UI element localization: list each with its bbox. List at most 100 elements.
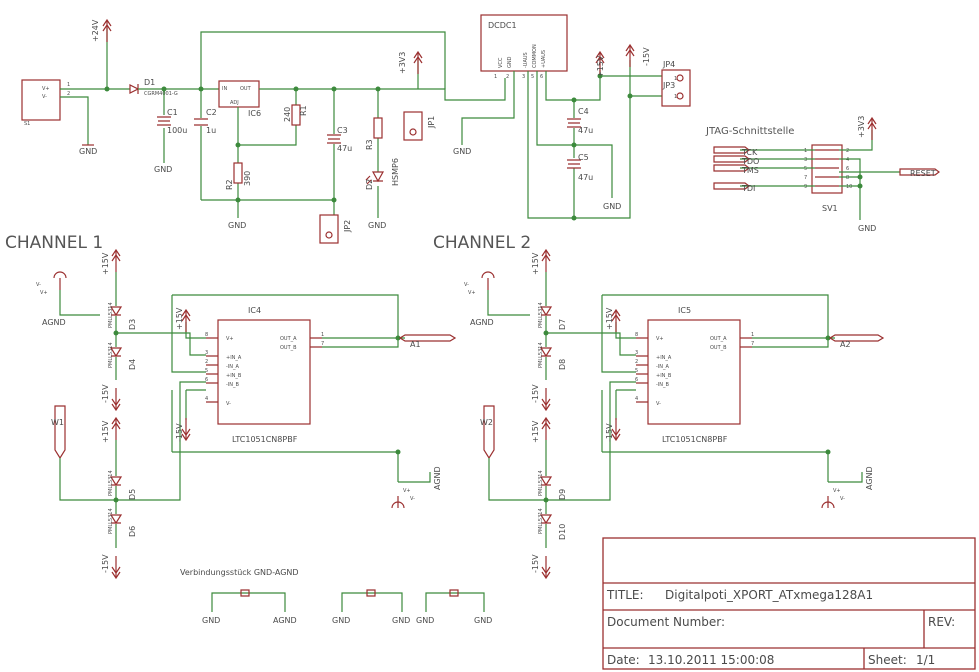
ic6-in-pin: IN — [222, 86, 227, 92]
ic6-label: IC6 — [248, 109, 261, 118]
jtag-reset-label: RESET — [910, 169, 936, 178]
m15-label: -15V — [101, 384, 110, 403]
channel2-section: CHANNEL 2 V- V+ AGND +15V D7 D8 PMLL5314… — [433, 233, 885, 579]
channel2-vminus: V- — [464, 282, 469, 288]
supply-3v3-arrow — [413, 51, 423, 75]
jp1-jumper[interactable] — [403, 111, 423, 141]
jp2-label: JP2 — [343, 220, 352, 233]
ic5-pin7: 7 — [751, 341, 754, 347]
dcdc1-pin-uaus-plus: +UAUS — [541, 50, 547, 68]
c2-capacitor[interactable] — [194, 118, 208, 126]
ic5-pin4: 4 — [635, 396, 638, 402]
ic5-pin-vplus: V+ — [656, 336, 664, 342]
dcdc1-pin1: 1 — [494, 74, 497, 80]
p15-arrow — [541, 417, 551, 441]
d1-diode[interactable] — [129, 84, 140, 94]
d9-label: D9 — [558, 489, 567, 500]
ic5-pin5: 5 — [635, 368, 638, 374]
dcdc1-pin6: 6 — [540, 74, 543, 80]
d8-value: PMLL5314 — [538, 342, 544, 368]
p15-arrow — [111, 417, 121, 441]
ic5-pin8: 8 — [635, 332, 638, 338]
jtag-tdo: TDO — [741, 157, 759, 166]
r3-label: R3 — [365, 139, 374, 150]
ic6-regulator[interactable] — [218, 80, 260, 108]
ic5-pin-in-b-minus: -IN_B — [656, 382, 670, 388]
jtag-3v3-arrow — [867, 117, 877, 141]
supply-3v3-label: +3V3 — [398, 52, 407, 74]
ic4-pin-in-a-plus: +IN_A — [226, 355, 242, 361]
jtag-tck: TCK — [741, 148, 758, 157]
ic4-pin-in-b-minus: -IN_B — [226, 382, 240, 388]
ic4-opamp[interactable] — [205, 319, 323, 425]
c2-label: C2 — [206, 108, 217, 117]
gnd-label: GND — [453, 147, 471, 156]
supply-24v-label: +24V — [91, 19, 100, 42]
c3-capacitor[interactable] — [327, 134, 341, 144]
d2-led[interactable] — [365, 171, 385, 185]
ic4-pin6: 6 — [205, 377, 208, 383]
ic4-value: LTC1051CN8PBF — [232, 435, 298, 444]
ic4-label: IC4 — [248, 306, 261, 315]
c2-value: 1u — [206, 126, 216, 135]
ic4-pin5: 5 — [205, 368, 208, 374]
date-label: Date: — [607, 653, 640, 667]
m15-arrow — [541, 387, 551, 411]
title-block: TITLE: Digitalpoti_XPORT_ATxmega128A1 Do… — [602, 537, 976, 670]
date-value: 13.10.2011 15:00:08 — [648, 653, 774, 667]
bridge-jumpers[interactable] — [240, 589, 459, 597]
p15-label: +15V — [175, 307, 184, 330]
jp3-jp4-header[interactable] — [661, 69, 691, 107]
c4-capacitor[interactable] — [567, 118, 581, 128]
ic5-label: IC5 — [678, 306, 691, 315]
jtag-tms: TMS — [741, 166, 759, 175]
c5-capacitor[interactable] — [567, 159, 581, 169]
dcdc1-converter[interactable] — [480, 14, 568, 72]
s1-vminus-label: V- — [42, 94, 47, 100]
jtag-gnd-label: GND — [858, 224, 876, 233]
c1-label: C1 — [167, 108, 178, 117]
sv1-pin8: 8 — [846, 175, 849, 181]
d6-value: PMLL5314 — [108, 508, 114, 534]
c5-label: C5 — [578, 153, 589, 162]
ic5-pin-in-a-minus: -IN_A — [656, 364, 670, 370]
a1-label: A1 — [410, 340, 421, 349]
d4-label: D4 — [128, 359, 137, 370]
d7-label: D7 — [558, 319, 567, 330]
ic4-pin-vminus: V- — [226, 401, 231, 407]
r2-resistor[interactable] — [233, 162, 243, 184]
d1-label: D1 — [144, 78, 155, 87]
jp2-jumper[interactable] — [319, 214, 339, 244]
ic5-pin2: 2 — [635, 359, 638, 365]
dcdc1-pin-gnd: GND — [507, 56, 513, 68]
sv1-label: SV1 — [822, 204, 838, 213]
ic5-opamp[interactable] — [635, 319, 753, 425]
w1-label: W1 — [51, 418, 64, 427]
s1-connector[interactable] — [21, 79, 61, 121]
p15-arrow — [541, 249, 551, 273]
d9-value: PMLL5314 — [538, 470, 544, 496]
jtag-title: JTAG-Schnittstelle — [705, 126, 794, 137]
channel2-vplus: V+ — [468, 290, 476, 296]
jp3-pin: 1 — [674, 94, 677, 100]
c1-capacitor[interactable] — [157, 116, 171, 126]
ic4-pin7: 7 — [321, 341, 324, 347]
w1-potentiometer[interactable] — [54, 405, 66, 460]
sv1-pin3: 3 — [804, 157, 807, 163]
sv1-jtag-header[interactable] — [811, 144, 843, 194]
supply-24v-arrow — [102, 19, 112, 43]
gnd-label: GND — [79, 147, 97, 156]
title-label: TITLE: — [606, 588, 644, 602]
ic4-pin-out-b: OUT_B — [280, 345, 297, 351]
channel2-agnd-right: AGND — [865, 466, 874, 490]
jp1-label: JP1 — [427, 116, 436, 129]
m15-label: -15V — [531, 384, 540, 403]
w2-potentiometer[interactable] — [483, 405, 495, 460]
channel1-vplus-right: V+ — [403, 488, 411, 494]
channel2-vminus-right: V- — [840, 496, 845, 502]
r3-resistor[interactable] — [373, 117, 383, 139]
d5-value: PMLL5314 — [108, 470, 114, 496]
s1-pin1: 1 — [67, 82, 70, 88]
c5-value: 47u — [578, 173, 593, 182]
r1-resistor[interactable] — [291, 104, 301, 126]
